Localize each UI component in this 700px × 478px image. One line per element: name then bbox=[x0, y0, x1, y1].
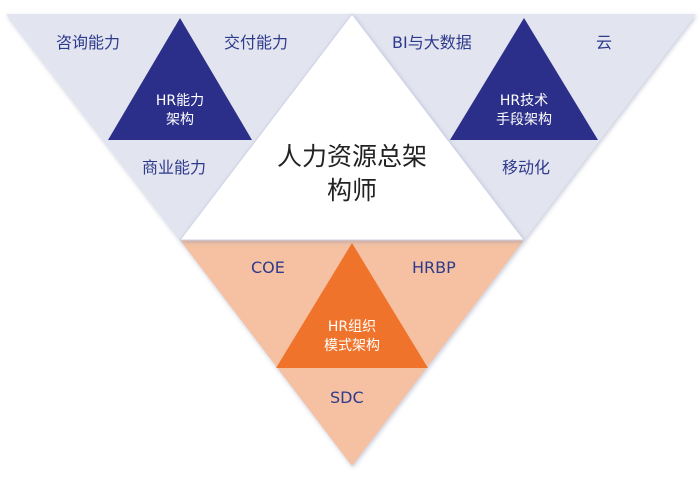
center-line1: 人力资源总架 bbox=[276, 142, 427, 171]
hr-org-model-architecture-label: HR组织 模式架构 bbox=[304, 318, 400, 356]
hr-chief-architect-label: 人力资源总架 构师 bbox=[262, 140, 442, 208]
business-capability-label: 商业能力 bbox=[142, 158, 207, 177]
hr-capability-line1: HR能力 bbox=[155, 93, 205, 109]
hr-tech-line1: HR技术 bbox=[499, 93, 549, 109]
center-triangle bbox=[178, 13, 526, 241]
mobile-label: 移动化 bbox=[502, 158, 551, 177]
coe-label: COE bbox=[251, 258, 285, 277]
right-inner-triangle bbox=[450, 18, 598, 140]
hr-capability-architecture-label: HR能力 架构 bbox=[140, 92, 220, 130]
sdc-label: SDC bbox=[330, 388, 364, 407]
hr-org-line2: 模式架构 bbox=[324, 337, 380, 354]
center-line2: 构师 bbox=[326, 175, 377, 205]
hrbp-label: HRBP bbox=[412, 258, 456, 277]
hr-tech-line2: 手段架构 bbox=[496, 111, 552, 128]
left-inner-triangle bbox=[108, 18, 252, 140]
bottom-inner-triangle bbox=[276, 243, 428, 368]
cloud-label: 云 bbox=[596, 33, 613, 52]
delivery-capability-label: 交付能力 bbox=[224, 33, 289, 52]
bi-big-data-label: BI与大数据 bbox=[392, 33, 472, 52]
consulting-capability-label: 咨询能力 bbox=[56, 33, 121, 52]
hr-org-line1: HR组织 bbox=[327, 319, 377, 335]
hr-capability-line2: 架构 bbox=[166, 111, 194, 128]
hr-tech-architecture-label: HR技术 手段架构 bbox=[476, 92, 572, 130]
